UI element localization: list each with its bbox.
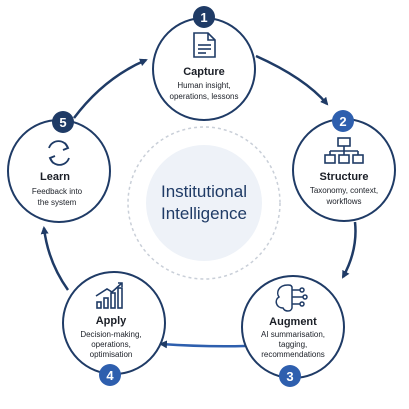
- arrow-augment-to-apply: [159, 340, 246, 349]
- step-apply-desc-line-1: Decision-making,: [80, 330, 141, 339]
- step-learn-number-badge: [52, 111, 74, 133]
- step-augment-number-badge: [279, 365, 301, 387]
- step-augment: Augment AI summarisation, tagging, recom…: [241, 275, 345, 387]
- step-apply: Apply Decision-making, operations, optim…: [62, 271, 166, 386]
- step-apply-title: Apply: [96, 315, 127, 327]
- step-apply-number: 4: [106, 368, 114, 383]
- hierarchy-icon: [324, 137, 364, 164]
- step-capture-desc-line-2: operations, lessons: [170, 92, 239, 101]
- step-augment-desc-line-1: AI summarisation,: [261, 330, 325, 339]
- step-apply-desc-line-3: optimisation: [90, 350, 133, 359]
- step-structure-desc-line-2: workflows: [325, 197, 361, 206]
- step-apply-desc-line-2: operations,: [91, 340, 131, 349]
- step-capture-number: 1: [200, 10, 207, 25]
- step-capture: Capture Human insight, operations, lesso…: [152, 6, 256, 121]
- center-title-line-1: Institutional: [161, 182, 247, 201]
- step-structure-desc-line-1: Taxonomy, context,: [310, 186, 378, 195]
- center-hub: Institutional Intelligence: [127, 126, 281, 280]
- center-dashed-ring: [127, 126, 281, 280]
- step-structure-number: 2: [339, 114, 346, 129]
- step-learn-title: Learn: [40, 171, 70, 183]
- bar-chart-icon: [95, 282, 123, 309]
- arrow-learn-to-capture: [73, 58, 148, 119]
- step-capture-number-badge: [193, 6, 215, 28]
- step-augment-desc-line-2: tagging,: [279, 340, 307, 349]
- step-structure: Structure Taxonomy, context, workflows 2: [292, 110, 396, 222]
- step-apply-number-badge: [99, 364, 121, 386]
- step-learn-desc-line-2: the system: [38, 198, 77, 207]
- step-learn: Learn Feedback into the system 5: [7, 111, 111, 223]
- step-structure-number-badge: [332, 110, 354, 132]
- document-icon: [193, 32, 216, 58]
- ai-brain-icon: [275, 284, 308, 312]
- step-learn-desc-line-1: Feedback into: [32, 187, 83, 196]
- refresh-cycle-icon: [48, 140, 70, 166]
- center-title-line-2: Intelligence: [161, 204, 247, 223]
- cycle-arrows: [40, 54, 357, 349]
- step-augment-title: Augment: [269, 316, 317, 328]
- arrow-structure-to-augment: [341, 221, 357, 279]
- arrow-capture-to-structure: [255, 54, 329, 106]
- step-augment-number: 3: [286, 369, 293, 384]
- step-learn-number: 5: [59, 115, 66, 130]
- step-capture-desc-line-1: Human insight,: [177, 81, 230, 90]
- step-capture-title: Capture: [183, 66, 225, 78]
- step-augment-desc-line-3: recommendations: [261, 350, 325, 359]
- center-disc: [146, 145, 262, 261]
- arrow-apply-to-learn: [40, 226, 70, 291]
- step-structure-title: Structure: [320, 171, 369, 183]
